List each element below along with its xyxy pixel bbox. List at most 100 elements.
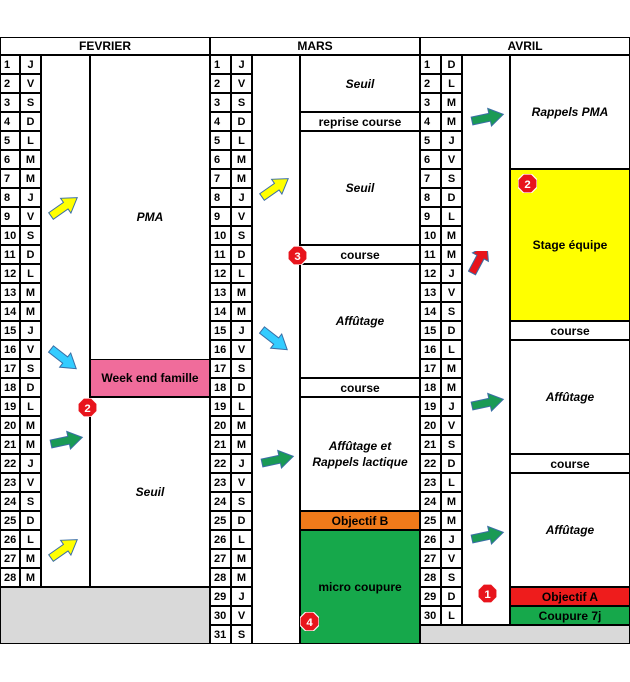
weekday-letter: M <box>231 169 252 188</box>
weekday-letter: J <box>231 188 252 207</box>
weekday-letter: M <box>20 435 41 454</box>
training-block: Objectif A <box>510 587 630 606</box>
day-number: 11 <box>0 245 20 264</box>
day-number: 26 <box>420 530 441 549</box>
weekday-letter: M <box>20 416 41 435</box>
weekday-letter: J <box>231 454 252 473</box>
weekday-letter: J <box>231 55 252 74</box>
day-number: 28 <box>210 568 231 587</box>
month-header: AVRIL <box>420 37 630 55</box>
day-number: 21 <box>420 435 441 454</box>
training-block: reprise course <box>300 112 420 131</box>
day-number: 12 <box>0 264 20 283</box>
day-number: 21 <box>210 435 231 454</box>
weekday-letter: M <box>231 568 252 587</box>
day-number: 17 <box>0 359 20 378</box>
training-block: Objectif B <box>300 511 420 530</box>
day-number: 28 <box>0 568 20 587</box>
weekday-letter: M <box>20 302 41 321</box>
weekday-letter: M <box>441 492 462 511</box>
weekday-letter: J <box>20 454 41 473</box>
day-number: 9 <box>210 207 231 226</box>
day-number: 8 <box>420 188 441 207</box>
badge-number: 2 <box>84 403 90 415</box>
weekday-letter: S <box>20 226 41 245</box>
weekday-letter: V <box>20 207 41 226</box>
day-number: 15 <box>0 321 20 340</box>
day-number: 10 <box>420 226 441 245</box>
day-number: 3 <box>420 93 441 112</box>
day-number: 10 <box>0 226 20 245</box>
weekday-letter: D <box>20 378 41 397</box>
weekday-letter: L <box>20 131 41 150</box>
weekday-letter: S <box>231 226 252 245</box>
training-block: Affûtage <box>510 340 630 454</box>
day-number: 11 <box>210 245 231 264</box>
day-number: 24 <box>420 492 441 511</box>
day-number: 14 <box>210 302 231 321</box>
weekday-letter: D <box>231 378 252 397</box>
day-number: 18 <box>0 378 20 397</box>
day-number: 6 <box>420 150 441 169</box>
weekday-letter: M <box>441 511 462 530</box>
day-number: 3 <box>0 93 20 112</box>
training-block: Week end famille <box>90 359 210 397</box>
weekday-letter: D <box>231 112 252 131</box>
weekday-letter: J <box>441 264 462 283</box>
weekday-letter: L <box>20 397 41 416</box>
weekday-letter: L <box>441 207 462 226</box>
cyan-arrow-icon <box>47 345 77 370</box>
day-number: 2 <box>0 74 20 93</box>
weekday-letter: L <box>231 264 252 283</box>
yellow-arrow-icon <box>259 178 289 201</box>
day-number: 9 <box>0 207 20 226</box>
weekday-letter: L <box>441 473 462 492</box>
octagon-badge-icon: 4 <box>300 612 319 631</box>
day-number: 3 <box>210 93 231 112</box>
day-number: 13 <box>0 283 20 302</box>
weekday-letter: M <box>231 283 252 302</box>
weekday-letter: S <box>231 93 252 112</box>
day-number: 16 <box>0 340 20 359</box>
day-number: 17 <box>420 359 441 378</box>
day-number: 26 <box>0 530 20 549</box>
octagon-badge-icon: 1 <box>478 584 497 603</box>
weekday-letter: S <box>20 492 41 511</box>
weekday-letter: M <box>231 435 252 454</box>
day-number: 20 <box>0 416 20 435</box>
weekday-letter: M <box>441 93 462 112</box>
day-number: 23 <box>0 473 20 492</box>
day-number: 8 <box>0 188 20 207</box>
weekday-letter: M <box>441 112 462 131</box>
training-block: Seuil <box>90 397 210 587</box>
green-arrow-icon <box>470 392 505 413</box>
day-number: 2 <box>420 74 441 93</box>
weekday-letter: D <box>441 587 462 606</box>
day-number: 23 <box>420 473 441 492</box>
day-number: 25 <box>420 511 441 530</box>
day-number: 13 <box>210 283 231 302</box>
weekday-letter: S <box>20 93 41 112</box>
training-block: course <box>510 454 630 473</box>
weekday-letter: V <box>441 283 462 302</box>
green-arrow-icon <box>470 525 505 546</box>
day-number: 17 <box>210 359 231 378</box>
training-block: Affûtage <box>300 264 420 378</box>
training-block: course <box>300 245 420 264</box>
weekday-letter: S <box>231 359 252 378</box>
weekday-letter: V <box>441 150 462 169</box>
training-block: course <box>510 321 630 340</box>
day-number: 31 <box>210 625 231 644</box>
day-number: 12 <box>210 264 231 283</box>
weekday-letter: M <box>20 549 41 568</box>
weekday-letter: D <box>20 112 41 131</box>
green-arrow-icon <box>260 449 295 470</box>
weekday-letter: V <box>20 473 41 492</box>
weekday-letter: D <box>231 511 252 530</box>
day-number: 24 <box>0 492 20 511</box>
weekday-letter: L <box>441 340 462 359</box>
empty-filler <box>420 625 630 644</box>
day-number: 26 <box>210 530 231 549</box>
day-number: 16 <box>420 340 441 359</box>
octagon-badge-icon: 2 <box>78 398 97 417</box>
